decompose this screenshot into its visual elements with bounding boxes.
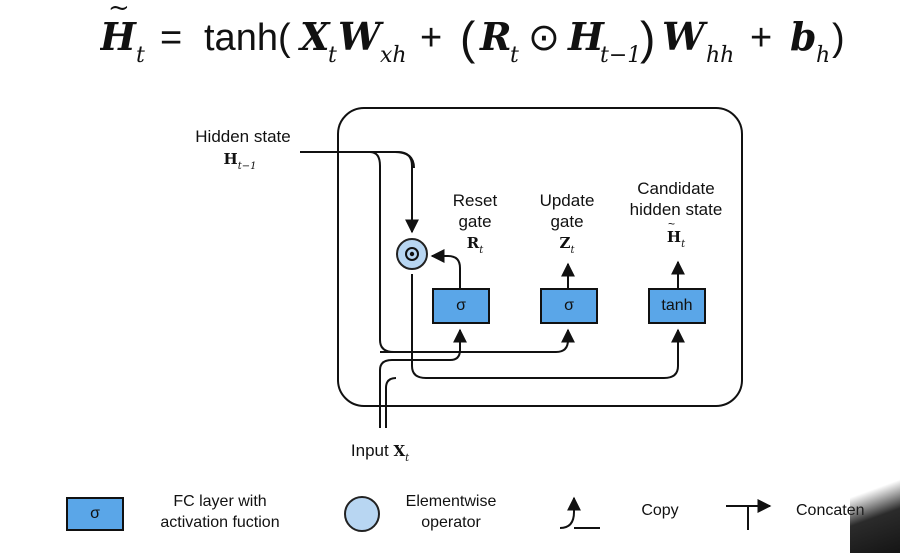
operator-to-tanh-line — [411, 274, 685, 379]
input-branch — [385, 377, 397, 428]
hidden-state-symbol: Ht−1 — [223, 150, 257, 172]
elementwise-operator-circle — [396, 238, 428, 270]
eq-h: H — [567, 14, 605, 59]
hidden-to-operator-line — [300, 151, 419, 234]
reset-to-operator-line — [430, 249, 461, 288]
eq-x-sub: t — [328, 43, 337, 68]
legend-copy-label: Copy — [641, 502, 679, 519]
legend-concat-label: Concaten — [796, 502, 865, 519]
input-to-reset-line — [379, 328, 467, 428]
input-label: Input Xt — [350, 441, 410, 464]
tanh-box: tanh — [648, 288, 706, 324]
corner-shadow-overlay — [850, 463, 900, 553]
update-gate-box: σ — [540, 288, 598, 324]
eq-func: tanh( — [204, 17, 291, 59]
eq-x: X — [298, 14, 331, 59]
tanh-text: tanh — [661, 297, 693, 314]
eq-b-sub: h — [816, 43, 830, 68]
legend-fc-label: FC layer with activation fuction — [160, 493, 280, 531]
eq-tilde-mark: ~ — [108, 4, 130, 23]
eq-h-sub: t−1 — [600, 43, 641, 68]
eq-w1: W — [338, 14, 384, 59]
eq-lhs: H — [100, 14, 137, 59]
gru-cell-border — [337, 107, 743, 407]
update-sigma: σ — [564, 297, 574, 314]
legend-operator-circle — [344, 496, 380, 532]
eq-plus-2: + — [750, 17, 772, 59]
eq-plus-1: + — [420, 17, 442, 59]
hidden-branch-update — [380, 328, 575, 353]
candidate-hidden-state-label: Candidate hidden state ~ Ht — [629, 179, 723, 250]
reset-sigma: σ — [456, 297, 466, 314]
eq-r: R — [479, 14, 512, 59]
tilde-mark: ~ — [668, 217, 676, 231]
eq-w2-sub: hh — [706, 43, 734, 68]
eq-b: b — [790, 14, 817, 59]
reset-gate-label: Reset gate Rt — [452, 191, 498, 256]
eq-r-sub: t — [510, 43, 519, 68]
eq-w2: W — [662, 14, 708, 59]
eq-paren-close: ) — [640, 12, 655, 64]
eq-lhs-sub: t — [136, 43, 145, 68]
hidden-branch-inner — [394, 151, 415, 169]
legend-fc-box: σ — [66, 497, 124, 531]
odot-icon — [405, 247, 419, 261]
eq-equals: = — [160, 17, 182, 59]
eq-close: ) — [832, 17, 845, 59]
legend-operator-label: Elementwise operator — [405, 493, 497, 531]
eq-paren-open: ( — [460, 12, 476, 64]
gru-candidate-equation: H ~ t = tanh( X t W xh + ( R t ⊙ H t−1 )… — [100, 4, 845, 68]
reset-gate-box: σ — [432, 288, 490, 324]
legend-fc-sigma: σ — [90, 505, 100, 522]
eq-odot: ⊙ — [528, 15, 560, 59]
eq-w1-sub: xh — [380, 43, 407, 68]
update-gate-label: Update gate Zt — [539, 191, 595, 256]
legend-copy-arrow — [559, 496, 581, 529]
hidden-state-label: Hidden state — [195, 127, 291, 146]
